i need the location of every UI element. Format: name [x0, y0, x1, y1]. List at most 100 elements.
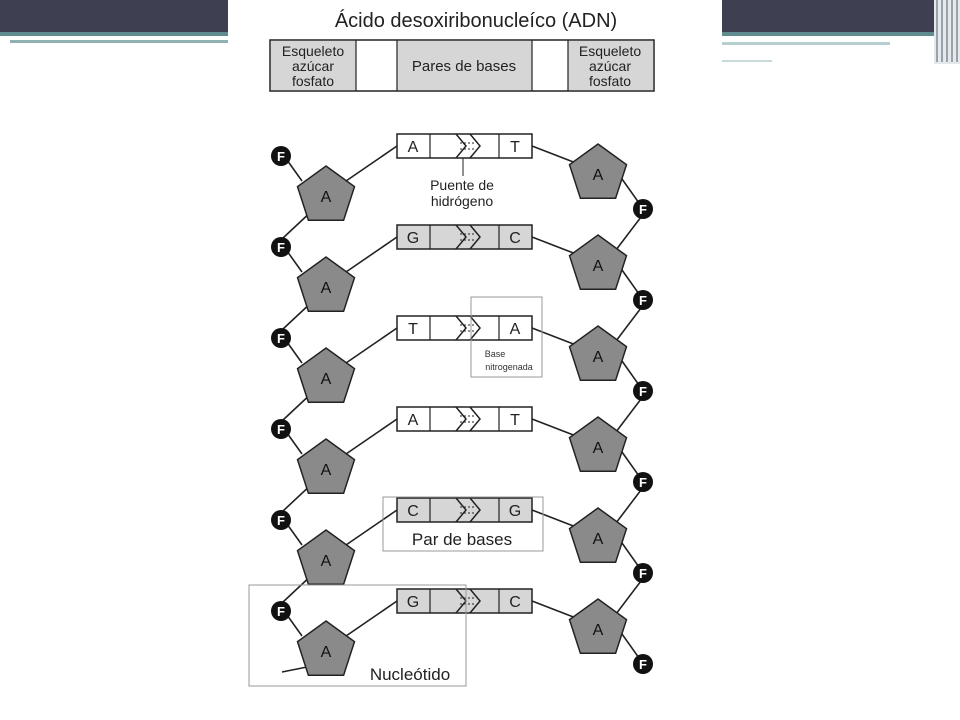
phosphate-sugar-link-right: [621, 360, 640, 386]
sugar-left: A: [296, 347, 356, 404]
sugar-right: A: [568, 507, 628, 564]
legend-center-label: Pares de bases: [412, 58, 516, 75]
header-accent-right-short: [722, 60, 772, 62]
sugar-base-link-right: [531, 600, 577, 619]
legend-left-line2: azúcar: [292, 58, 334, 74]
phosphate-sugar-link-left: [286, 341, 303, 364]
sugar-pentagon: [568, 598, 628, 655]
corner-stripe: [941, 0, 943, 62]
sugar-label: A: [593, 349, 604, 366]
legend-left-line1: Esqueleto: [282, 43, 344, 59]
sugar-pentagon: [568, 507, 628, 564]
corner-stripe: [956, 0, 958, 62]
base-left-letter: C: [407, 503, 419, 520]
phosphate-label: F: [639, 657, 647, 672]
phosphate-label: F: [277, 513, 285, 528]
base-left-letter: G: [407, 230, 419, 247]
sugar-base-link-left: [345, 509, 398, 546]
phosphate-circle: [271, 237, 291, 257]
base-connector: [469, 133, 481, 159]
sugar-label: A: [593, 167, 604, 184]
corner-stripe: [946, 0, 948, 62]
phosphate-circle: [633, 563, 653, 583]
phosphate-label: F: [277, 422, 285, 437]
sugar-pentagon: [568, 325, 628, 382]
sugar-label: A: [321, 644, 332, 661]
base-right-letter: G: [509, 503, 521, 520]
base-pair-frame: [396, 406, 533, 432]
phosphate-circle: [271, 146, 291, 166]
hydrogen-bond-label-line1: Puente de: [430, 177, 494, 193]
phosphate-circle: [271, 601, 291, 621]
backbone-lines: [281, 145, 643, 673]
phosphate-circle: [633, 654, 653, 674]
sugar-base-link-left: [345, 418, 398, 455]
phosphate-sugar-link-left: [286, 432, 303, 455]
corner-stripe: [951, 0, 953, 62]
base-connector: [469, 588, 481, 614]
base-connector: [455, 406, 467, 432]
base-right-letter: A: [510, 321, 521, 338]
sugar-pentagon: [296, 438, 356, 495]
legend-right-line1: Esqueleto: [579, 43, 641, 59]
phosphate-label: F: [277, 240, 285, 255]
phosphate-circle: [271, 419, 291, 439]
sugar-label: A: [593, 258, 604, 275]
base-left-letter: A: [408, 412, 419, 429]
sugar-left: A: [296, 438, 356, 495]
sugar-label: A: [321, 189, 332, 206]
sugar-left: A: [296, 620, 356, 677]
phosphate-left: F: [271, 510, 291, 530]
sugar-label: A: [593, 622, 604, 639]
annotations: Puente de hidrógeno Base nitrogenada Par…: [248, 158, 544, 687]
hydrogen-bond-label-line2: hidrógeno: [431, 193, 493, 209]
phosphate-label: F: [639, 475, 647, 490]
base-connector: [469, 224, 481, 250]
base-connector: [469, 315, 481, 341]
phosphate-circle: [633, 472, 653, 492]
base-connector: [455, 133, 467, 159]
nucleotide-box: [248, 584, 467, 687]
sugar-pentagon: [296, 620, 356, 677]
legend-left-cell: [271, 41, 356, 90]
phosphate-right: F: [633, 472, 653, 492]
phosphate-label: F: [639, 566, 647, 581]
phosphate-sugar-link-left: [286, 614, 303, 637]
corner-stripe: [936, 0, 938, 62]
phosphate-right: F: [633, 199, 653, 219]
backbone-link-right: [615, 398, 642, 433]
base-left-letter: G: [407, 594, 419, 611]
sugar-label: A: [593, 531, 604, 548]
phosphate-circle: [633, 381, 653, 401]
phosphate-sugar-link-right: [621, 178, 640, 204]
phosphate-left: F: [271, 237, 291, 257]
phosphate-sugar-link-right: [621, 633, 640, 659]
sugar-base-link-left: [345, 145, 398, 182]
phosphate-circle: [633, 199, 653, 219]
nitrogenous-base-box: [470, 296, 543, 378]
sugar-label: A: [321, 371, 332, 388]
backbone-link-right: [615, 216, 642, 251]
base-left-letter: T: [408, 321, 418, 338]
phosphate-label: F: [639, 202, 647, 217]
sugar-label: A: [321, 280, 332, 297]
sugar-pentagon: [296, 165, 356, 222]
phosphate-left: F: [271, 328, 291, 348]
base-pair-label: Par de bases: [412, 530, 512, 549]
dna-diagram: Ácido desoxiribonucleíco (ADN) Esqueleto…: [240, 0, 722, 720]
phosphate-sugar-link-right: [621, 542, 640, 568]
sugar-label: A: [321, 462, 332, 479]
legend-right-line3: fosfato: [589, 73, 631, 89]
base-pair-frame: [396, 224, 533, 250]
header-bar-right: [722, 0, 960, 32]
sugar-right: A: [568, 325, 628, 382]
base-connector: [455, 224, 467, 250]
phosphate-right: F: [633, 563, 653, 583]
phosphate-sugar-link-left: [286, 523, 303, 546]
diagram-title: Ácido desoxiribonucleíco (ADN): [335, 9, 617, 32]
